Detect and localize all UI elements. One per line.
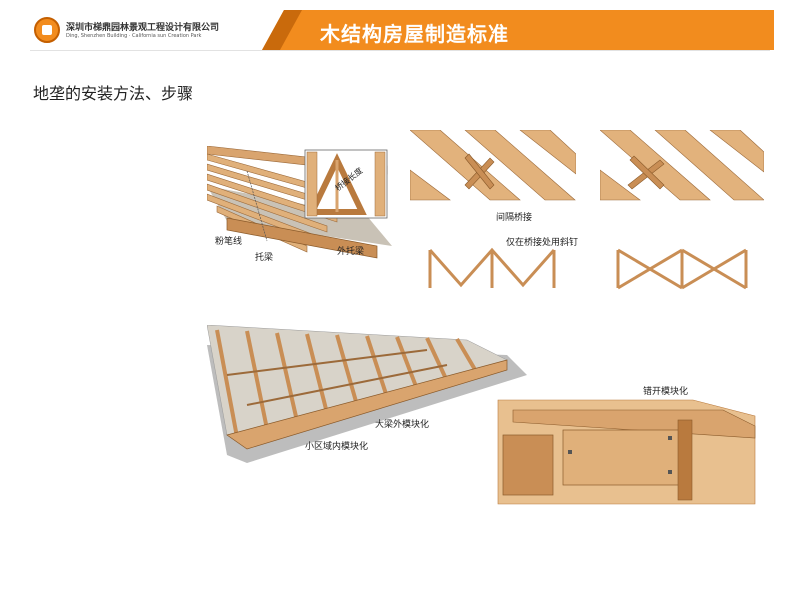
beam-label: 托梁 [255, 253, 274, 263]
company-name-english: Ding, Shenzhen Building · California sun… [66, 33, 202, 39]
cross-bridging-illustration [600, 130, 764, 292]
company-logo [34, 17, 60, 43]
joist-layout-illustration: 桥接长度 粉笔线 托梁 外托梁 [207, 146, 392, 263]
header-divider [30, 50, 770, 51]
spaced-bridging-illustration: 间隔桥接 仅在桥接处用斜钉 [410, 130, 579, 292]
section-title: 地垄的安装方法、步骤 [33, 84, 194, 103]
modular-floor-illustration: 大梁外模块化 小区域内模块化 [207, 325, 527, 465]
spaced-bridging-label: 间隔桥接 [496, 213, 533, 223]
staggered-module-illustration: 错开模块化 [493, 380, 763, 508]
company-name: 深圳市梯鼎园林景观工程设计有限公司 [66, 23, 220, 33]
toenail-note-label: 仅在桥接处用斜钉 [506, 238, 579, 248]
chalk-line-label: 粉笔线 [215, 237, 243, 247]
inner-module-label: 小区域内模块化 [305, 442, 369, 452]
banner-shape [262, 10, 774, 50]
page-header: 深圳市梯鼎园林景观工程设计有限公司 Ding, Shenzhen Buildin… [0, 0, 800, 58]
page-title: 木结构房屋制造标准 [320, 22, 509, 46]
staggered-module-label: 错开模块化 [643, 387, 689, 397]
outer-beam-label: 外托梁 [337, 247, 365, 257]
outer-module-label: 大梁外模块化 [375, 420, 430, 430]
title-banner: 木结构房屋制造标准 [262, 10, 774, 50]
